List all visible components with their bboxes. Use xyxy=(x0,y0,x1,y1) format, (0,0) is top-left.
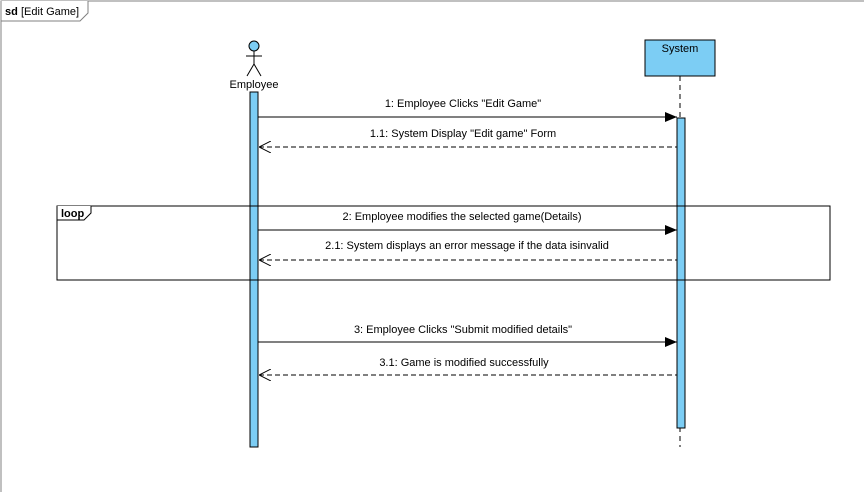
system-activation-bar xyxy=(676,117,686,429)
message-2-label: 2: Employee modifies the selected game(D… xyxy=(342,211,581,223)
loop-fragment-operator: loop xyxy=(61,208,84,220)
sd-frame-keyword: sd xyxy=(5,6,18,18)
actor-left-leg xyxy=(246,63,255,77)
employee-activation-bar xyxy=(249,91,259,448)
sd-frame-title: [Edit Game] xyxy=(21,6,79,18)
lifeline-system[interactable]: System xyxy=(644,39,716,447)
loop-fragment-border xyxy=(56,205,831,281)
employee-label: Employee xyxy=(230,79,279,91)
message-3-label: 3: Employee Clicks "Submit modified deta… xyxy=(354,324,572,336)
actor-head xyxy=(248,40,260,52)
actor-icon xyxy=(246,40,262,77)
system-label: System xyxy=(662,43,699,55)
message-1-label: 1: Employee Clicks "Edit Game" xyxy=(385,98,541,110)
loop-fragment-tab xyxy=(56,206,92,221)
message-3-1-label: 3.1: Game is modified successfully xyxy=(379,357,549,369)
lifeline-employee[interactable]: Employee xyxy=(230,40,279,448)
actor-right-leg xyxy=(253,63,262,77)
message-2-1-label: 2.1: System displays an error message if… xyxy=(325,240,609,252)
message-1-1-label: 1.1: System Display "Edit game" Form xyxy=(370,128,556,140)
loop-fragment: loop xyxy=(56,205,831,281)
system-box xyxy=(644,39,716,77)
messages: 1: Employee Clicks "Edit Game" 1.1: Syst… xyxy=(258,98,677,375)
sd-frame-tab xyxy=(0,1,89,22)
